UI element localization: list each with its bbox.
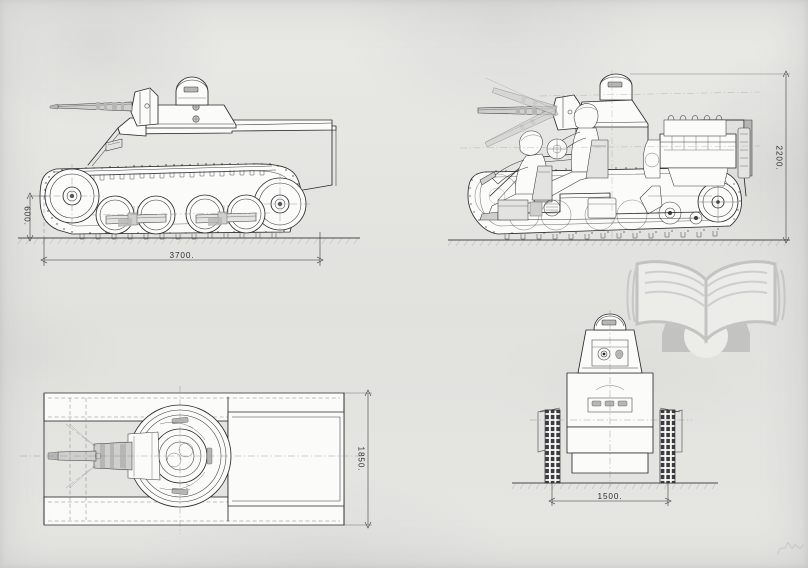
dim-label-2200: 2200. (775, 146, 784, 171)
view-side-elevation: 600. 3700. (17, 76, 360, 266)
dim-label-1850: 1850. (357, 447, 366, 472)
side-turret (130, 76, 237, 129)
front-ground-line (511, 482, 718, 490)
cutaway-ground-line (447, 239, 790, 247)
dim-2200-vertical: 2200. (630, 70, 790, 244)
front-track-left (537, 409, 561, 484)
plan-centerlines (20, 386, 362, 534)
dim-label-600: 600. (23, 206, 32, 226)
side-road-wheels (89, 194, 271, 235)
dim-1850-vertical: 1850. (344, 389, 372, 529)
side-ground-line (17, 237, 360, 245)
side-front-idler (40, 164, 104, 228)
side-drive-sprocket (250, 174, 310, 234)
view-internal-cutaway: 2200. (447, 70, 790, 247)
dim-3700-horizontal: 3700. (40, 232, 324, 266)
dim-label-1500: 1500. (598, 492, 623, 501)
cutaway-centerlines (459, 70, 761, 238)
dim-600-vertical: 600. (23, 192, 50, 242)
view-front-elevation: 1500. (511, 310, 718, 506)
dim-label-3700: 3700. (170, 251, 195, 260)
cutaway-turret (551, 73, 649, 131)
view-plan: 1850. (20, 386, 372, 534)
cutaway-gun-elevation-arcs (477, 77, 559, 148)
cutaway-controls (497, 138, 617, 221)
dim-1500-horizontal: 1500. (548, 483, 672, 506)
cutaway-engine (642, 115, 751, 197)
side-main-gun (49, 101, 133, 112)
plan-hull (43, 392, 345, 526)
front-track-right (659, 409, 683, 484)
